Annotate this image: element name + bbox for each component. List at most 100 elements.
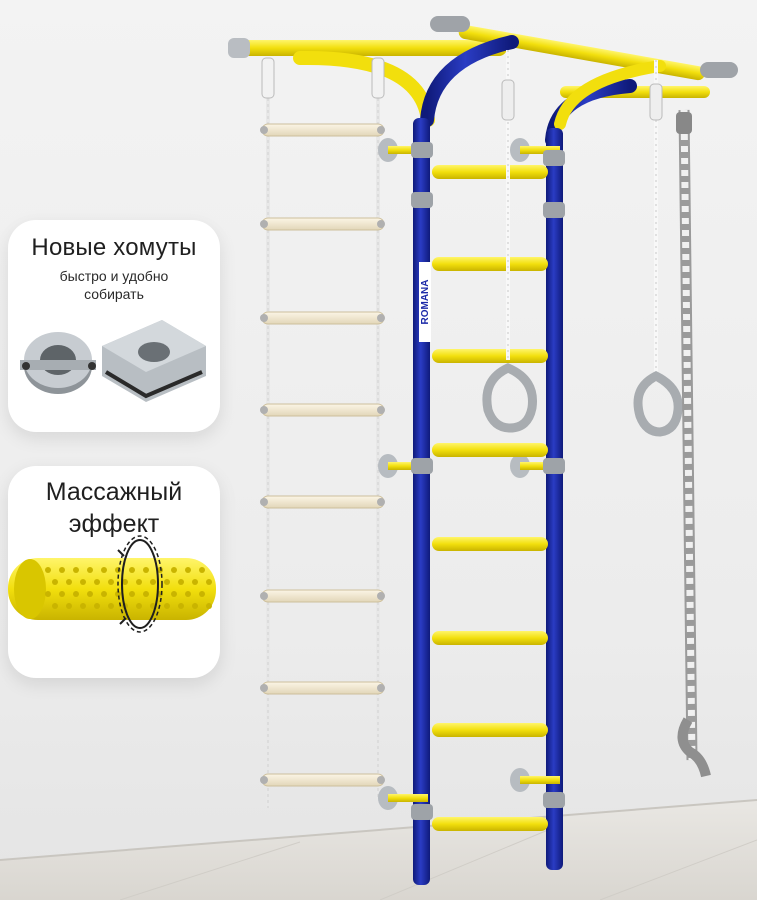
clamp: [411, 142, 433, 158]
rung-cap: [260, 126, 268, 134]
clamp-icon: [20, 320, 206, 402]
massage-bump: [143, 591, 149, 597]
massage-bump: [150, 579, 156, 585]
massage-bump: [59, 567, 65, 573]
clamps-subtitle-line2: собирать: [84, 286, 144, 302]
rung-cap: [377, 220, 385, 228]
rung-cap: [260, 684, 268, 692]
ladder-rung: [261, 773, 385, 787]
massage-bump: [129, 591, 135, 597]
bar-rung: [432, 537, 548, 551]
ladder-rung: [261, 495, 385, 509]
ladder-rung: [261, 217, 385, 231]
massage-title-line1: Массажный: [45, 478, 183, 506]
rung-cap: [377, 498, 385, 506]
massage-bump: [115, 591, 121, 597]
massage-bump: [94, 579, 100, 585]
massage-bump: [66, 579, 72, 585]
clamp: [543, 792, 565, 808]
massage-bump: [73, 591, 79, 597]
rung-cap: [377, 406, 385, 414]
massage-bump: [108, 603, 114, 609]
bar-rungs: [432, 165, 548, 831]
massage-bump: [178, 603, 184, 609]
clamps-title: Новые хомуты: [31, 234, 197, 261]
massage-bump: [80, 579, 86, 585]
bar-rung: [432, 443, 548, 457]
massage-bar-icon: [8, 535, 216, 633]
ladder-rung: [261, 589, 385, 603]
bracket-arm: [520, 146, 560, 154]
floor: [0, 799, 757, 900]
massage-bump: [192, 579, 198, 585]
rung-cap: [260, 314, 268, 322]
clamps-subtitle-line1: быстро и удобно: [59, 268, 169, 284]
rung-cap: [377, 314, 385, 322]
rung-cap: [260, 592, 268, 600]
massage-bump: [164, 603, 170, 609]
clamp: [543, 458, 565, 474]
massage-bump: [87, 567, 93, 573]
massage-bump: [115, 567, 121, 573]
massage-feature-card: Массажный эффект: [8, 466, 220, 678]
bar-rung: [432, 257, 548, 271]
clamp: [411, 804, 433, 820]
bar-rung: [432, 631, 548, 645]
massage-bump: [206, 579, 212, 585]
massage-bump: [199, 567, 205, 573]
bracket-arm: [388, 794, 428, 802]
massage-bump: [108, 579, 114, 585]
massage-bump: [52, 603, 58, 609]
massage-bump: [199, 591, 205, 597]
wall-brackets: [378, 138, 565, 820]
massage-bump: [129, 567, 135, 573]
massage-bump: [136, 579, 142, 585]
clamp: [543, 202, 565, 218]
clamp: [543, 150, 565, 166]
massage-bump: [164, 579, 170, 585]
ladder-rungs: [260, 123, 385, 787]
massage-bump: [87, 591, 93, 597]
bracket-arm: [520, 462, 560, 470]
bracket-arm: [520, 776, 560, 784]
massage-bump: [101, 567, 107, 573]
rung-cap: [260, 776, 268, 784]
rope-ladder: [261, 57, 385, 808]
massage-bump: [171, 591, 177, 597]
massage-bump: [185, 591, 191, 597]
bar-rung: [432, 817, 548, 831]
rung-cap: [377, 592, 385, 600]
massage-bump: [59, 591, 65, 597]
bracket-arm: [388, 462, 428, 470]
brand-label: ROMANA: [420, 280, 431, 325]
clamps-feature-card: Новые хомуты быстро и удобно собирать: [8, 220, 220, 432]
top-bar: [228, 16, 738, 147]
massage-bump: [171, 567, 177, 573]
massage-bump: [185, 567, 191, 573]
massage-bump: [66, 603, 72, 609]
bracket-arm: [388, 146, 428, 154]
clamp: [411, 192, 433, 208]
ladder-rung: [261, 681, 385, 695]
massage-title-line2: эффект: [68, 510, 160, 538]
climbing-rope: [676, 109, 711, 778]
ladder-rung: [261, 123, 385, 137]
massage-bump: [143, 567, 149, 573]
rung-cap: [260, 498, 268, 506]
ladder-rung: [261, 311, 385, 325]
rung-cap: [377, 684, 385, 692]
massage-bump: [52, 579, 58, 585]
massage-bump: [80, 603, 86, 609]
rung-cap: [377, 126, 385, 134]
gymnastic-ring-left: [482, 50, 537, 433]
massage-bump: [136, 603, 142, 609]
massage-bump: [122, 579, 128, 585]
massage-bump: [73, 567, 79, 573]
rung-cap: [260, 220, 268, 228]
massage-bump: [101, 591, 107, 597]
ladder-rung: [261, 403, 385, 417]
massage-bump: [178, 579, 184, 585]
gymnastic-ring-right: [633, 60, 683, 437]
